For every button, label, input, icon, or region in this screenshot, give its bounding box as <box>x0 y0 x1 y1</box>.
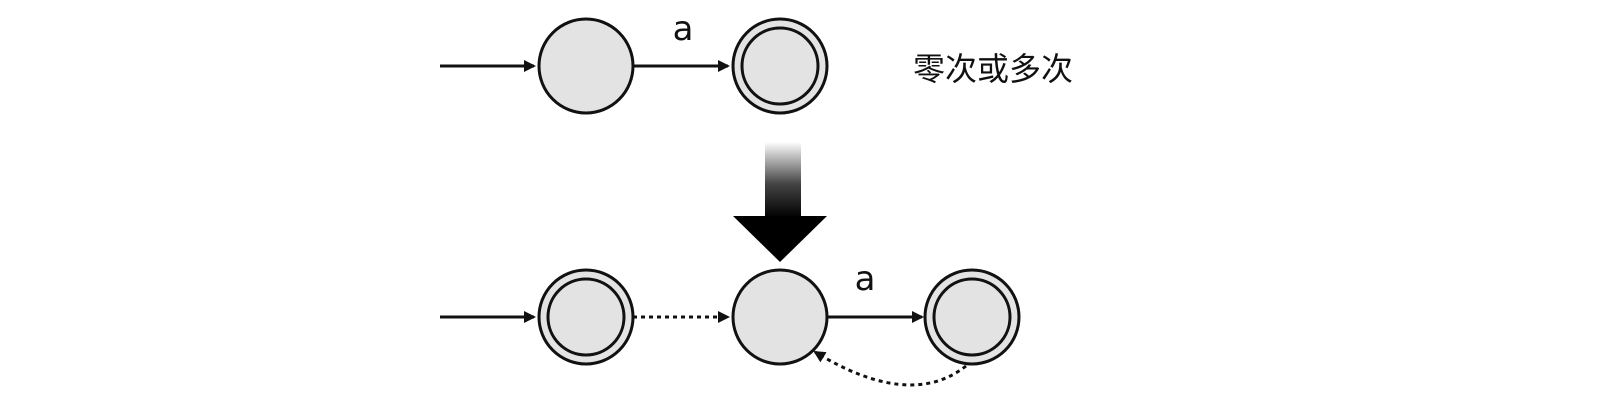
transform-arrow <box>733 142 827 262</box>
bottom-accept-state <box>923 268 1021 366</box>
bottom-start-accept-state <box>537 268 635 366</box>
bottom-nfa: a <box>440 259 1021 387</box>
top-nfa: a 零次或多次 <box>440 9 1073 115</box>
top-caption: 零次或多次 <box>913 50 1073 88</box>
top-accept-state <box>731 17 829 115</box>
bottom-epsilon-loop-back <box>813 350 967 387</box>
top-transition-label: a <box>673 9 694 49</box>
bottom-middle-state <box>731 268 829 366</box>
bottom-transition-label: a <box>855 259 876 299</box>
top-start-state <box>537 17 635 115</box>
